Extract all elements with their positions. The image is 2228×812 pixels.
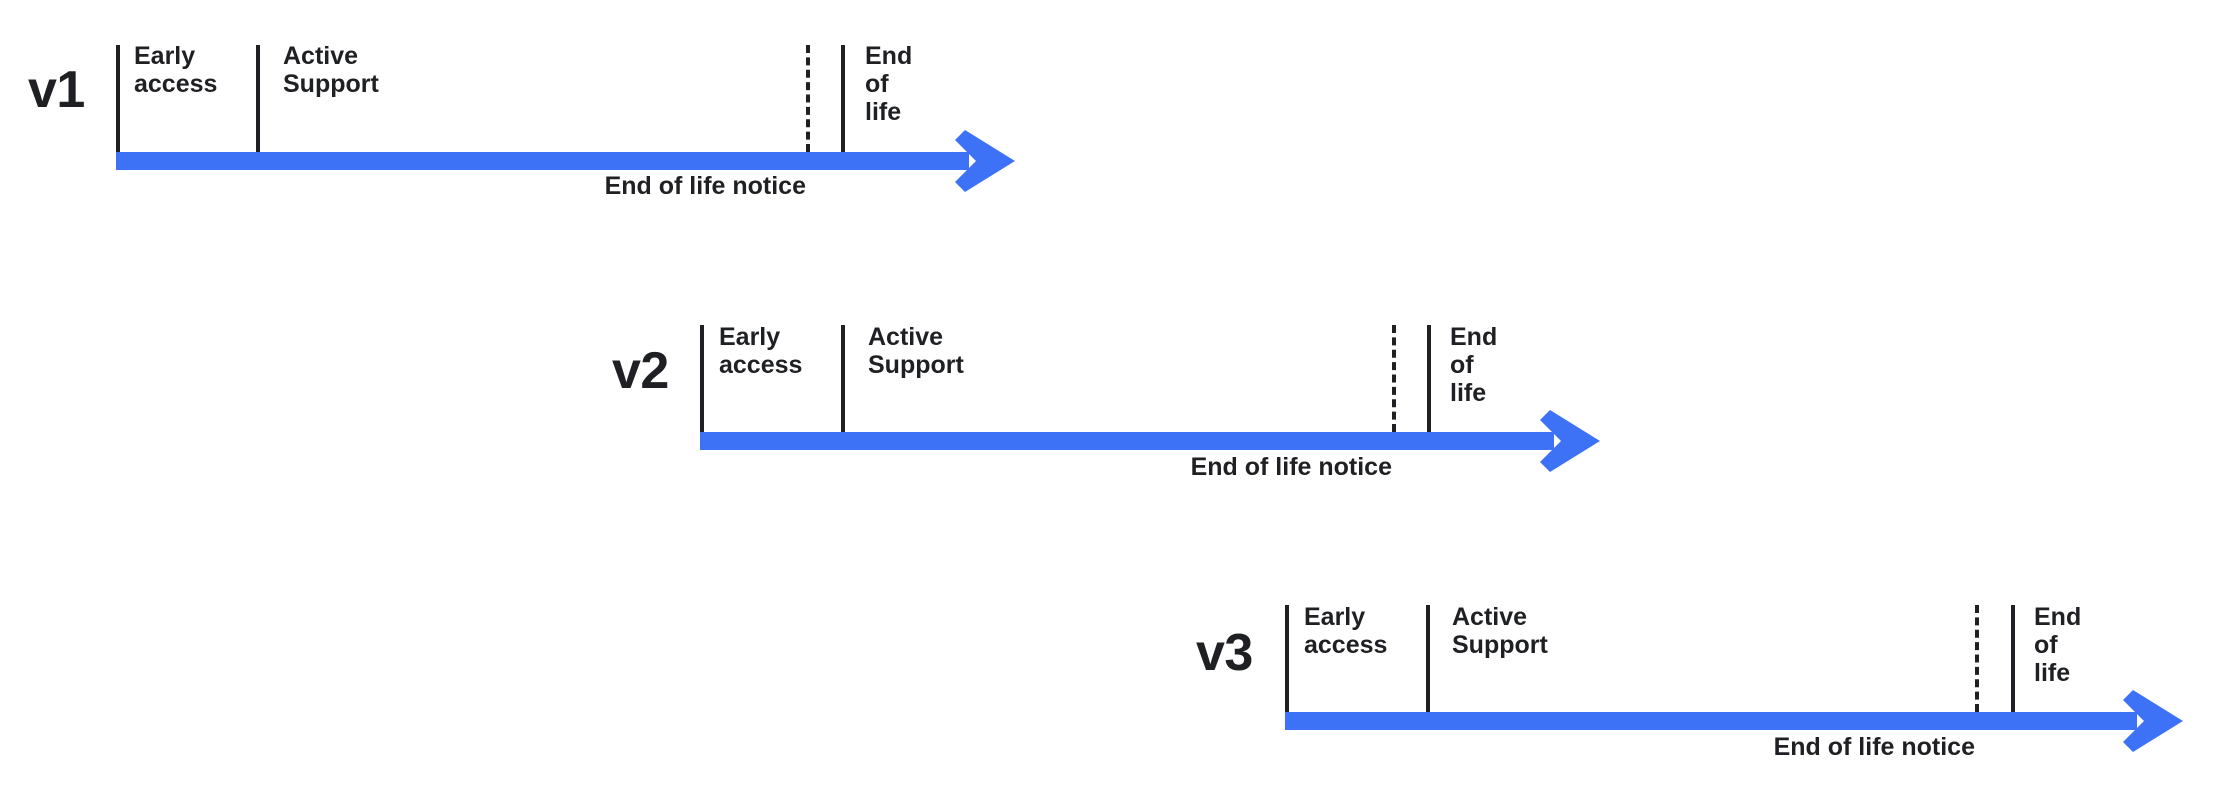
version-label-v2: v2	[612, 342, 669, 400]
eol-notice-divider-v2-2	[1392, 325, 1396, 432]
end-of-life-notice-label-v2: End of life notice	[1190, 453, 1392, 481]
eol-notice-divider-v3-2	[1975, 605, 1979, 712]
arrow-head-chevron	[955, 130, 1015, 192]
phase-label-active-support-v3: Active Support	[1452, 603, 1548, 659]
end-of-life-notice-label-v3: End of life notice	[1773, 733, 1975, 761]
phase-label-early-access-v1: Early access	[134, 42, 218, 98]
phase-divider-v2-0	[700, 325, 704, 432]
phase-divider-v3-1	[1426, 605, 1430, 712]
phase-label-active-support-v2: Active Support	[868, 323, 964, 379]
phase-label-end-of-life-v1: End of life	[865, 42, 913, 126]
phase-label-end-of-life-v3: End of life	[2034, 603, 2082, 687]
phase-divider-v1-0	[116, 45, 120, 152]
timeline-arrow-head-icon-v3	[2123, 690, 2183, 752]
phase-divider-v1-3	[841, 45, 845, 152]
phase-divider-v1-1	[256, 45, 260, 152]
phase-label-active-support-v1: Active Support	[283, 42, 379, 98]
version-label-v3: v3	[1196, 624, 1253, 682]
eol-notice-divider-v1-2	[806, 45, 810, 152]
phase-divider-v3-0	[1285, 605, 1289, 712]
phase-label-early-access-v2: Early access	[719, 323, 803, 379]
end-of-life-notice-label-v1: End of life notice	[604, 172, 806, 200]
timeline-arrow-head-icon-v2	[1540, 410, 1600, 472]
phase-divider-v2-3	[1427, 325, 1431, 432]
timeline-arrow-shaft-v3	[1285, 712, 2137, 730]
phase-divider-v2-1	[841, 325, 845, 432]
arrow-head-chevron	[1540, 410, 1600, 472]
phase-label-early-access-v3: Early access	[1304, 603, 1388, 659]
arrow-head-chevron	[2123, 690, 2183, 752]
timeline-arrow-shaft-v1	[116, 152, 969, 170]
timeline-arrow-shaft-v2	[700, 432, 1554, 450]
timeline-arrow-head-icon-v1	[955, 130, 1015, 192]
phase-label-end-of-life-v2: End of life	[1450, 323, 1498, 407]
version-label-v1: v1	[28, 61, 85, 119]
phase-divider-v3-3	[2011, 605, 2015, 712]
